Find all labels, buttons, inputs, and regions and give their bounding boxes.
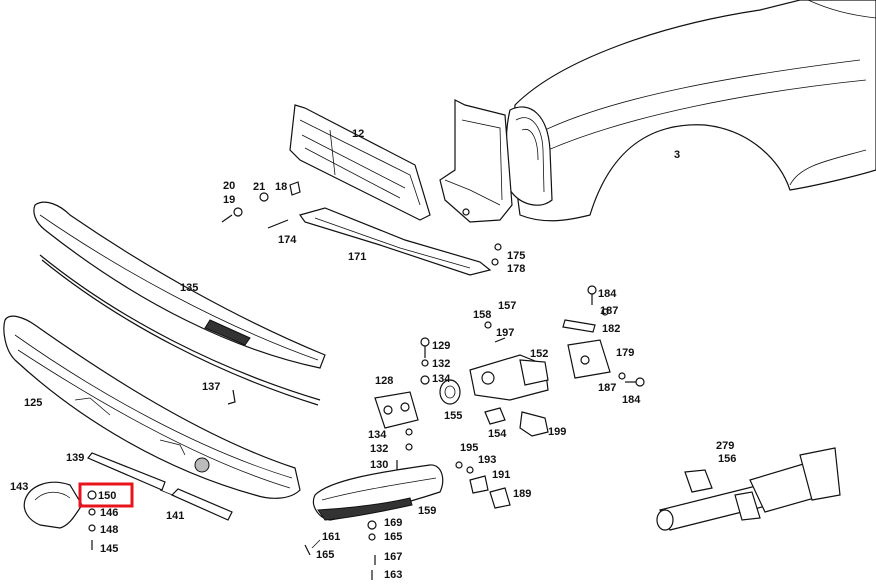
callout-21: 21 [253,181,265,193]
callout-134a: 134 [432,373,451,385]
callout-12: 12 [352,128,364,140]
callout-132b: 132 [370,443,388,455]
plate-191 [469,475,489,494]
callout-155: 155 [444,410,462,422]
bumper-face-bar-part [33,201,326,369]
callout-labels: 3 12 18 19 20 21 125 128 129 130 132 132… [10,128,736,581]
callout-135: 135 [180,282,198,294]
leader-lines [159,489,321,549]
highlight-box [78,482,134,508]
callout-167: 167 [384,551,402,563]
callout-191: 191 [492,469,510,481]
callout-20: 20 [223,180,235,192]
mounting-plate-128 [374,391,419,429]
fasteners [87,181,645,580]
strap-182 [562,319,596,333]
callout-150: 150 [98,490,116,502]
callout-184b: 184 [622,394,641,406]
callout-19: 19 [223,194,235,206]
callout-143: 143 [10,481,28,493]
callout-165a: 165 [316,549,334,561]
callout-174: 174 [278,234,297,246]
splash-panel-part [299,207,492,276]
callout-175: 175 [507,250,525,262]
callout-279: 279 [716,440,734,452]
callout-187a: 187 [600,305,618,317]
bracket-199 [519,411,549,437]
callout-139: 139 [66,452,84,464]
callout-154: 154 [488,428,507,440]
callout-187b: 187 [598,382,616,394]
grille-panel-part [289,104,431,221]
inner-apron-part [439,99,513,223]
callout-165b: 165 [384,531,402,543]
bumper-main-part [3,315,301,499]
callout-158: 158 [473,309,491,321]
callout-18: 18 [275,181,287,193]
callout-193: 193 [478,454,496,466]
bracket-179 [567,339,611,379]
callout-161: 161 [322,531,340,543]
bumper-guard-part [312,464,444,521]
callout-134b: 134 [368,429,387,441]
fender-part [513,0,876,222]
callout-152: 152 [530,348,548,360]
callout-163: 163 [384,569,402,581]
callout-128: 128 [375,375,393,387]
rubber-buffer-155 [439,379,461,405]
callout-129: 129 [432,340,450,352]
callout-157: 157 [498,300,516,312]
callout-159: 159 [418,505,436,517]
plate-189 [489,487,511,509]
callout-141: 141 [166,510,184,522]
callout-169: 169 [384,517,402,529]
callout-178: 178 [507,263,525,275]
callout-197: 197 [496,327,514,339]
callout-148: 148 [100,524,118,536]
callout-184a: 184 [598,288,617,300]
trim-strip-part [39,254,321,406]
callout-125: 125 [24,397,42,409]
callout-195: 195 [460,442,478,454]
shock-absorber-part [656,447,841,531]
callout-179: 179 [616,347,634,359]
callout-156: 156 [718,453,736,465]
callout-3: 3 [674,149,680,161]
callout-182: 182 [602,323,620,335]
bracket-assembly-part [469,354,549,401]
callout-189: 189 [513,488,531,500]
callout-132a: 132 [432,358,450,370]
clip-154 [484,407,506,425]
rubber-strip-141 [170,488,233,521]
callout-171: 171 [348,251,366,263]
callout-137: 137 [202,381,220,393]
callout-146: 146 [100,507,118,519]
callout-145: 145 [100,543,118,555]
rubber-strip-139 [87,452,166,491]
callout-130: 130 [370,459,388,471]
end-cap-part [23,481,83,529]
callout-199: 199 [548,426,566,438]
